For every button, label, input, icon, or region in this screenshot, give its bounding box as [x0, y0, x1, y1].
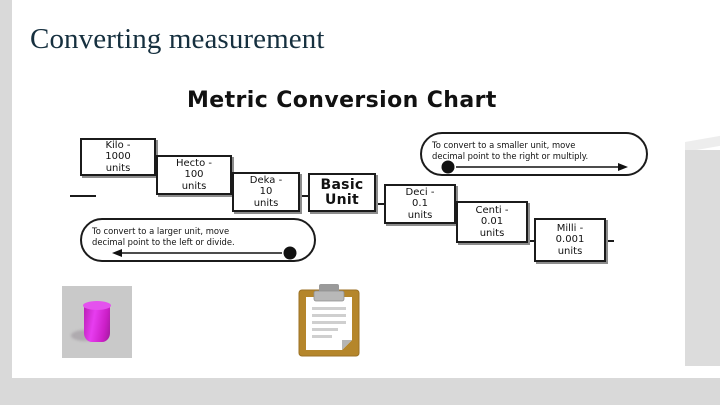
metric-conversion-chart: Metric Conversion Chart Kilo - 1000 unit…: [70, 88, 652, 278]
callout-smaller-line1: To convert to a smaller unit, move: [432, 140, 576, 150]
slide-clip: Converting measurement Metric Conversion…: [12, 0, 720, 378]
callout-larger-line2: decimal point to the left or divide.: [92, 236, 235, 247]
connector-deka-basic: [296, 195, 318, 197]
decorative-band-bottom: [12, 366, 720, 378]
unit-deka-line2: 10: [259, 186, 273, 198]
callout-larger-text: To convert to a larger unit, move decima…: [92, 226, 306, 247]
cup-body: [84, 304, 110, 342]
unit-milli-line2: 0.001: [555, 234, 585, 246]
callout-larger-unit[interactable]: To convert to a larger unit, move decima…: [80, 218, 316, 262]
unit-box-deci[interactable]: Deci - 0.1 units: [384, 184, 456, 224]
unit-box-hecto-text: Hecto - 100 units: [174, 158, 214, 193]
unit-box-deka[interactable]: Deka - 10 units: [232, 172, 300, 212]
clipboard-icon: [295, 280, 363, 360]
presentation-slide: Converting measurement Metric Conversion…: [12, 0, 720, 378]
unit-box-deci-text: Deci - 0.1 units: [404, 187, 437, 222]
unit-deci-line2: 0.1: [412, 198, 428, 210]
unit-hecto-line2: 100: [184, 169, 204, 181]
unit-centi-line1: Centi -: [475, 204, 509, 216]
purple-cup-image: [62, 286, 132, 358]
unit-milli-line3: units: [557, 245, 583, 257]
unit-basic-line1: Basic: [320, 176, 364, 193]
unit-box-basic-text: Basic Unit: [318, 176, 365, 208]
connector-basic-deci: [372, 203, 394, 205]
callout-larger-line1: To convert to a larger unit, move: [92, 226, 230, 236]
cup-rim: [83, 301, 111, 310]
unit-hecto-line3: units: [181, 180, 207, 192]
unit-deci-line1: Deci -: [405, 186, 435, 198]
callout-smaller-text: To convert to a smaller unit, move decim…: [432, 140, 638, 161]
unit-box-kilo[interactable]: Kilo - 1000 units: [80, 138, 156, 176]
unit-kilo-line1: Kilo -: [105, 139, 131, 151]
callout-smaller-line2: decimal point to the right or multiply.: [432, 150, 589, 161]
unit-milli-line1: Milli -: [556, 222, 584, 234]
unit-deka-line1: Deka -: [249, 174, 283, 186]
unit-box-centi-text: Centi - 0.01 units: [474, 205, 511, 240]
unit-box-basic[interactable]: Basic Unit: [308, 173, 376, 212]
unit-box-deka-text: Deka - 10 units: [248, 175, 284, 210]
unit-kilo-line3: units: [105, 162, 131, 174]
chart-heading: Metric Conversion Chart: [187, 88, 497, 113]
connector-left-edge: [70, 195, 96, 197]
unit-box-hecto[interactable]: Hecto - 100 units: [156, 155, 232, 195]
unit-centi-line2: 0.01: [480, 216, 504, 228]
unit-deka-line3: units: [253, 197, 279, 209]
arrow-left-icon: [112, 246, 297, 260]
unit-deci-line3: units: [407, 209, 433, 221]
unit-box-centi[interactable]: Centi - 0.01 units: [456, 201, 528, 243]
unit-centi-line3: units: [479, 227, 505, 239]
unit-box-milli-text: Milli - 0.001 units: [554, 223, 587, 258]
unit-basic-line2: Unit: [324, 191, 360, 208]
unit-kilo-line2: 1000: [105, 151, 131, 163]
arrow-right-icon: [441, 160, 628, 174]
unit-hecto-line1: Hecto -: [176, 157, 212, 169]
decorative-band-right: [685, 150, 720, 378]
page-title: Converting measurement: [30, 23, 325, 55]
callout-smaller-unit[interactable]: To convert to a smaller unit, move decim…: [420, 132, 648, 176]
unit-box-milli[interactable]: Milli - 0.001 units: [534, 218, 606, 262]
unit-box-kilo-text: Kilo - 1000 units: [103, 140, 132, 175]
